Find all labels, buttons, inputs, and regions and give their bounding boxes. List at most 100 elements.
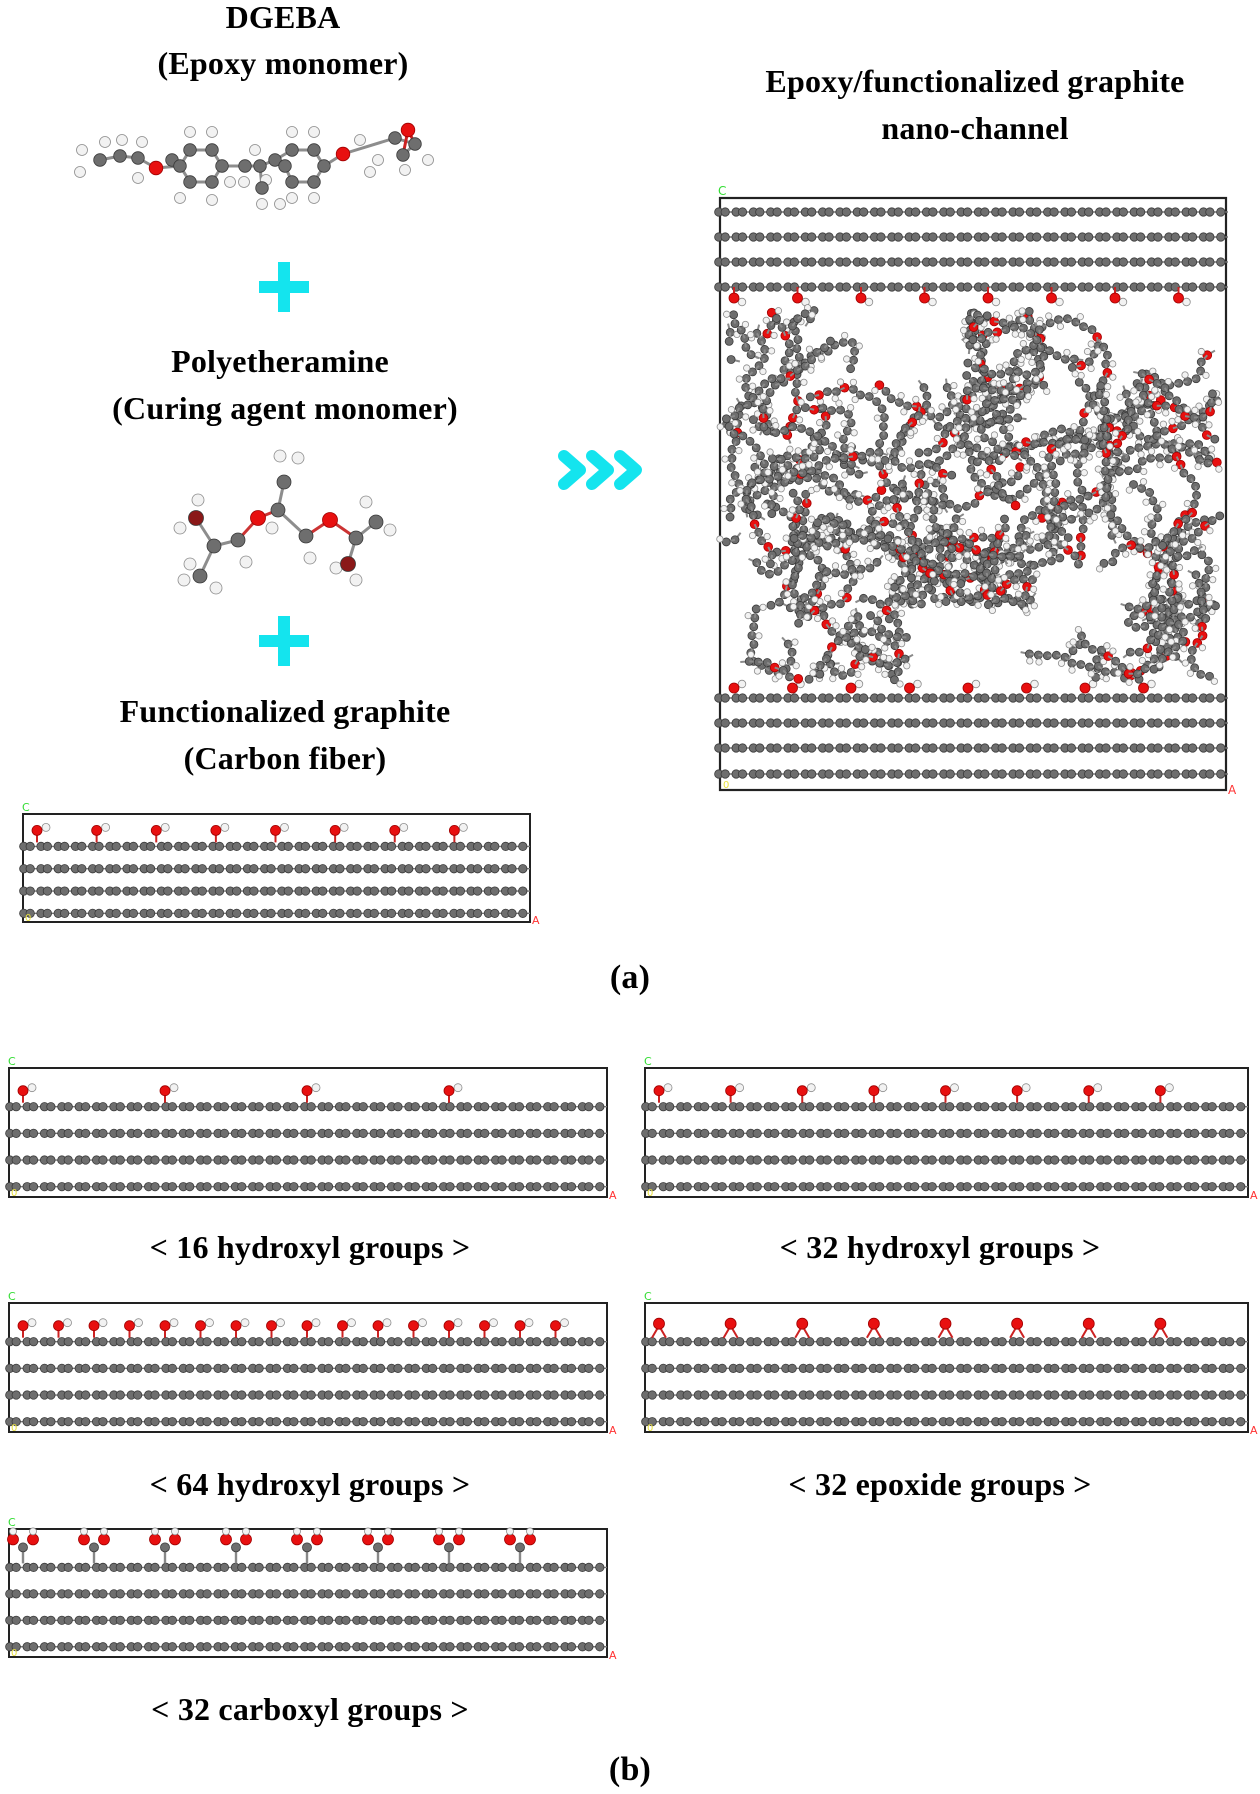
hydrogen-atom bbox=[1197, 347, 1205, 356]
carbon-atom bbox=[841, 282, 851, 292]
oxygen-atom bbox=[904, 682, 915, 694]
polyetheramine-title: Polyetheramine bbox=[171, 343, 389, 379]
carbon-atom bbox=[876, 769, 886, 779]
hydrogen-atom bbox=[855, 490, 863, 499]
carbon-atom bbox=[81, 1128, 91, 1138]
carbon-atom bbox=[271, 1182, 282, 1192]
carbon-atom bbox=[725, 512, 735, 522]
hydrogen-atom bbox=[854, 679, 864, 689]
carbon-atom bbox=[514, 1128, 525, 1138]
hydrogen-atom bbox=[897, 392, 905, 400]
hydrogen-atom bbox=[1095, 450, 1103, 458]
hydrogen-atom bbox=[308, 126, 320, 138]
carbon-atom bbox=[549, 1155, 559, 1165]
hydrogen-atom bbox=[973, 435, 982, 443]
carbon-atom bbox=[1135, 382, 1145, 392]
hydrogen-atom bbox=[1114, 669, 1122, 677]
carbon-atom bbox=[890, 675, 899, 685]
hydrogen-atom bbox=[1077, 371, 1085, 380]
hydrogen-atom bbox=[1212, 564, 1220, 572]
carbon-atom bbox=[826, 336, 835, 346]
carbon-atom bbox=[428, 1182, 438, 1192]
carbon-atom bbox=[1216, 769, 1226, 779]
hydrogen-atom bbox=[1074, 625, 1082, 634]
axis-label-c: C bbox=[8, 1055, 16, 1068]
carbon-atom bbox=[81, 1182, 91, 1192]
carbon-atom bbox=[306, 1128, 316, 1138]
carbon-atom bbox=[1187, 693, 1198, 703]
carbon-atom bbox=[63, 1155, 73, 1165]
carbon-atom bbox=[1170, 232, 1180, 242]
carbon-atom bbox=[1125, 445, 1135, 455]
carbon-atom bbox=[775, 597, 784, 607]
carbon-atom bbox=[214, 841, 225, 852]
hydrogen-atom bbox=[855, 342, 863, 350]
carbon-atom bbox=[358, 1182, 368, 1192]
hydrogen-atom bbox=[1033, 570, 1041, 578]
hydrogen-atom bbox=[805, 460, 813, 469]
hydrogen-atom bbox=[1044, 486, 1052, 495]
carbon-atom bbox=[962, 718, 973, 728]
hydrogen-atom bbox=[1071, 370, 1079, 378]
carbon-atom bbox=[1014, 769, 1025, 779]
hydrogen-atom bbox=[720, 504, 728, 513]
axis-label-origin: 0 bbox=[11, 1188, 17, 1199]
hydrogen-atom bbox=[737, 297, 747, 307]
carbon-atom bbox=[928, 257, 938, 267]
axis-label-origin: 0 bbox=[723, 780, 729, 791]
carbon-atom bbox=[462, 1182, 472, 1192]
nanochannel-title-line1: Epoxy/functionalized graphite bbox=[765, 63, 1185, 99]
carbon-atom bbox=[737, 769, 748, 779]
carbon-atom bbox=[929, 576, 939, 586]
hydrogen-atom bbox=[809, 662, 817, 670]
carbon-atom bbox=[192, 568, 208, 584]
hydrogen-atom bbox=[963, 551, 971, 559]
hydrogen-atom bbox=[922, 513, 930, 521]
carbon-atom bbox=[368, 514, 384, 530]
hydrogen-atom bbox=[1014, 590, 1023, 598]
hydrogen-atom bbox=[903, 662, 911, 670]
carbon-atom bbox=[42, 886, 53, 896]
hydrogen-atom bbox=[1202, 371, 1210, 379]
carbon-atom bbox=[352, 864, 362, 874]
graphite-subtitle: (Carbon fiber) bbox=[183, 740, 387, 776]
hydrogen-atom bbox=[824, 594, 832, 602]
carbon-atom bbox=[876, 232, 886, 242]
carbon-atom bbox=[911, 769, 921, 779]
carbon-atom bbox=[911, 743, 921, 753]
hydrogen-atom bbox=[1167, 638, 1175, 646]
carbon-atom bbox=[962, 207, 973, 217]
hydrogen-atom bbox=[1087, 364, 1095, 373]
hydrogen-atom bbox=[754, 398, 762, 406]
axis-label-c: C bbox=[718, 184, 726, 198]
carbon-atom bbox=[1136, 693, 1146, 703]
hydrogen-atom bbox=[1210, 677, 1218, 685]
hydrogen-atom bbox=[937, 593, 945, 601]
hydrogen-atom bbox=[853, 559, 861, 567]
hydrogen-atom bbox=[973, 341, 981, 350]
oxygen-atom bbox=[879, 516, 889, 527]
carbon-atom bbox=[237, 1182, 247, 1192]
carbon-atom bbox=[1153, 282, 1163, 292]
carbon-atom bbox=[376, 1128, 386, 1138]
carbon-atom bbox=[25, 886, 35, 896]
carbon-atom bbox=[358, 1102, 368, 1112]
hydrogen-atom bbox=[1156, 461, 1164, 469]
carbon-atom bbox=[800, 403, 810, 413]
hydrogen-atom bbox=[1067, 456, 1075, 464]
hydrogen-atom bbox=[1018, 307, 1026, 315]
hydrogen-atom bbox=[829, 674, 837, 683]
hydrogen-atom bbox=[1178, 531, 1187, 539]
hydrogen-atom bbox=[1017, 355, 1025, 364]
oxygen-atom bbox=[340, 556, 356, 572]
carbon-atom bbox=[410, 1128, 420, 1138]
oxygen-atom bbox=[322, 512, 338, 528]
carbon-atom bbox=[1136, 232, 1146, 242]
carbon-atom bbox=[115, 1128, 125, 1138]
carbon-atom bbox=[180, 864, 190, 874]
carbon-atom bbox=[770, 1102, 780, 1112]
carbon-atom bbox=[821, 515, 831, 525]
carbon-atom bbox=[428, 1155, 438, 1165]
carbon-atom bbox=[910, 1102, 920, 1112]
hydrogen-atom bbox=[1109, 647, 1117, 655]
